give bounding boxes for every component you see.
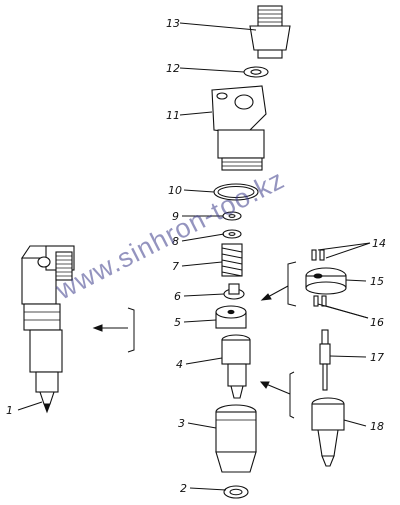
callout-14: 14 bbox=[372, 237, 386, 250]
nozzle-nut-part-3 bbox=[215, 404, 257, 473]
callout-6: 6 bbox=[174, 290, 181, 303]
callout-7: 7 bbox=[172, 260, 179, 273]
union-fitting-part bbox=[249, 5, 291, 59]
nozzle-part-18 bbox=[259, 371, 345, 467]
assembled-injector bbox=[20, 245, 75, 414]
spacer-part-5 bbox=[215, 305, 247, 329]
right-group-upper bbox=[260, 249, 347, 307]
spring-part-7 bbox=[221, 243, 243, 277]
callout-15: 15 bbox=[370, 275, 384, 288]
callout-labels: 1 2 3 4 5 6 7 8 9 10 11 12 13 14 15 16 1… bbox=[6, 17, 386, 495]
callout-11: 11 bbox=[166, 109, 180, 122]
washer-part-12 bbox=[243, 66, 269, 78]
callout-3: 3 bbox=[178, 417, 185, 430]
spring-seat-part-6 bbox=[223, 283, 245, 300]
assembly-bracket bbox=[92, 307, 135, 353]
needle-part-17 bbox=[319, 329, 331, 391]
callout-17: 17 bbox=[370, 351, 384, 364]
callout-12: 12 bbox=[166, 62, 180, 75]
callout-18: 18 bbox=[370, 420, 384, 433]
callout-1: 1 bbox=[6, 404, 13, 417]
washer-part-8 bbox=[222, 229, 242, 239]
atomizer-part-4 bbox=[221, 334, 251, 399]
leader-lines bbox=[17, 22, 371, 491]
callout-9: 9 bbox=[172, 210, 179, 223]
callout-8: 8 bbox=[172, 235, 179, 248]
callout-10: 10 bbox=[168, 184, 182, 197]
washer-part-2 bbox=[223, 485, 249, 499]
callout-13: 13 bbox=[166, 17, 180, 30]
callout-2: 2 bbox=[180, 482, 187, 495]
callout-16: 16 bbox=[370, 316, 384, 329]
callout-4: 4 bbox=[176, 358, 183, 371]
injector-body-part bbox=[211, 85, 267, 171]
callout-5: 5 bbox=[174, 316, 181, 329]
